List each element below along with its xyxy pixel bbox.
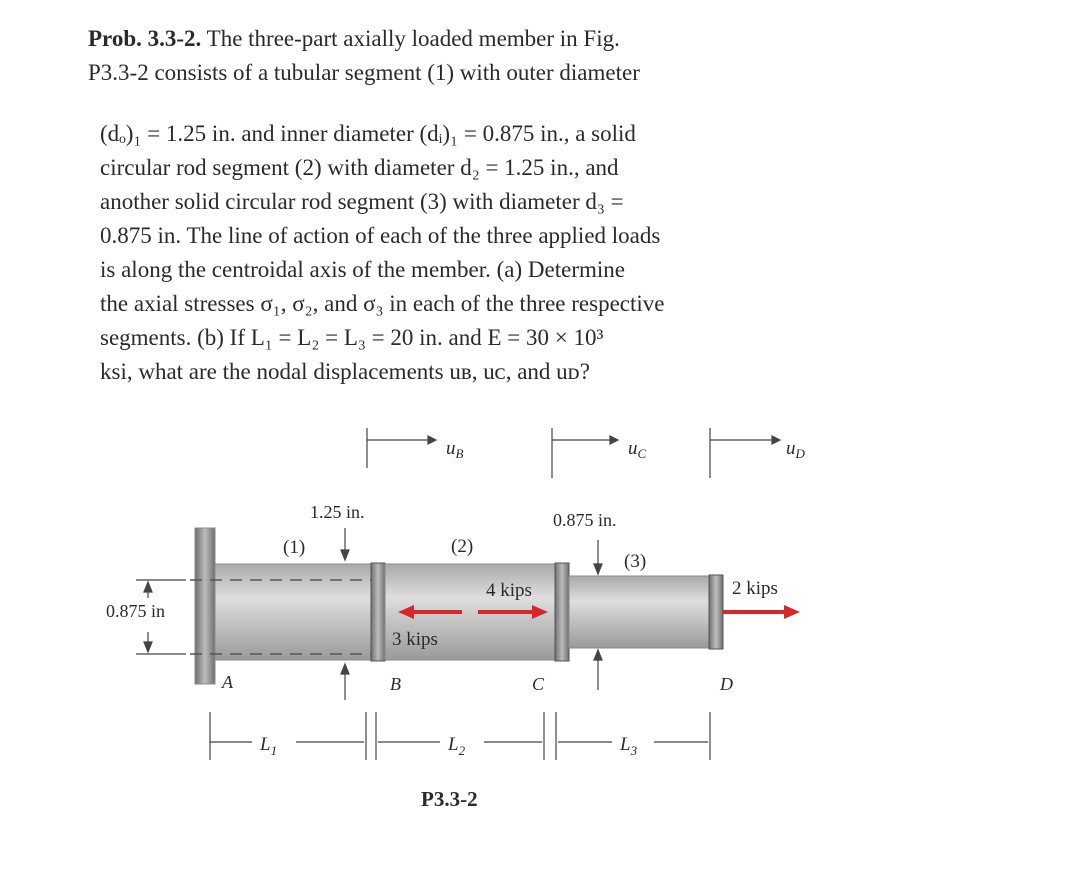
segment-3-rod bbox=[568, 575, 712, 649]
dim-seg3-arrow-top bbox=[593, 540, 603, 576]
collar-b bbox=[370, 562, 386, 662]
length-label-l1: L1 bbox=[259, 734, 277, 758]
problem-label: Prob. 3.3-2. bbox=[88, 26, 202, 51]
dim-inner-diameter: 0.875 in bbox=[106, 601, 165, 621]
node-label-a: A bbox=[221, 672, 234, 692]
problem-line-7: is along the centroidal axis of the memb… bbox=[100, 257, 625, 282]
node-label-b: B bbox=[390, 674, 401, 694]
problem-line-9: segments. (b) If L₁ = L₂ = L₃ = 20 in. a… bbox=[100, 325, 604, 350]
disp-label-b: uB bbox=[446, 438, 464, 461]
dim-seg3-arrow-bottom bbox=[593, 648, 603, 690]
disp-indicator-c bbox=[551, 428, 620, 478]
segment-label-2: (2) bbox=[451, 536, 473, 557]
length-label-l2: L2 bbox=[447, 734, 466, 758]
problem-line-2: P3.3-2 consists of a tubular segment (1)… bbox=[88, 60, 640, 85]
segment-label-3: (3) bbox=[624, 551, 646, 572]
length-label-l3: L3 bbox=[619, 734, 638, 758]
problem-line-8: the axial stresses σ₁, σ₂, and σ₃ in eac… bbox=[100, 291, 665, 316]
disp-indicator-d bbox=[709, 428, 782, 478]
load-label-3-kips: 3 kips bbox=[392, 629, 438, 650]
figure-caption: P3.3-2 bbox=[421, 787, 478, 811]
dim-inner-lines bbox=[136, 579, 186, 655]
segment-1-tube bbox=[214, 563, 374, 661]
load-arrow-2-kips bbox=[723, 605, 800, 619]
problem-body: (dₒ)₁ = 1.25 in. and inner diameter (dᵢ)… bbox=[100, 117, 820, 389]
problem-line-5: another solid circular rod segment (3) w… bbox=[100, 189, 624, 214]
disp-label-d: uD bbox=[786, 438, 806, 461]
load-label-4-kips: 4 kips bbox=[486, 580, 532, 601]
problem-line-10: ksi, what are the nodal displacements uʙ… bbox=[100, 359, 590, 384]
end-cap-d bbox=[708, 574, 724, 650]
problem-line-1: Prob. 3.3-2. The three-part axially load… bbox=[88, 26, 620, 51]
collar-c bbox=[554, 562, 570, 662]
load-label-2-kips: 2 kips bbox=[732, 578, 778, 599]
segment-label-1: (1) bbox=[283, 537, 305, 558]
problem-line-3: (dₒ)₁ = 1.25 in. and inner diameter (dᵢ)… bbox=[100, 121, 636, 146]
dim-outer-extension-bottom bbox=[340, 662, 350, 700]
load-arrow-4-kips bbox=[478, 605, 548, 619]
dim-seg3-diameter: 0.875 in. bbox=[553, 510, 617, 530]
problem-line-6: 0.875 in. The line of action of each of … bbox=[100, 223, 661, 248]
dim-outer-arrow bbox=[340, 528, 350, 562]
node-label-d: D bbox=[719, 674, 733, 694]
dim-outer-diameter: 1.25 in. bbox=[310, 502, 365, 522]
disp-indicator-b bbox=[366, 428, 438, 468]
problem-header: Prob. 3.3-2. The three-part axially load… bbox=[88, 22, 808, 90]
disp-label-c: uC bbox=[628, 438, 647, 461]
wall-support bbox=[194, 527, 216, 685]
problem-line-4: circular rod segment (2) with diameter d… bbox=[100, 155, 619, 180]
length-dimension-lines bbox=[209, 712, 711, 760]
node-label-c: C bbox=[532, 674, 545, 694]
load-arrow-3-kips bbox=[398, 605, 462, 619]
